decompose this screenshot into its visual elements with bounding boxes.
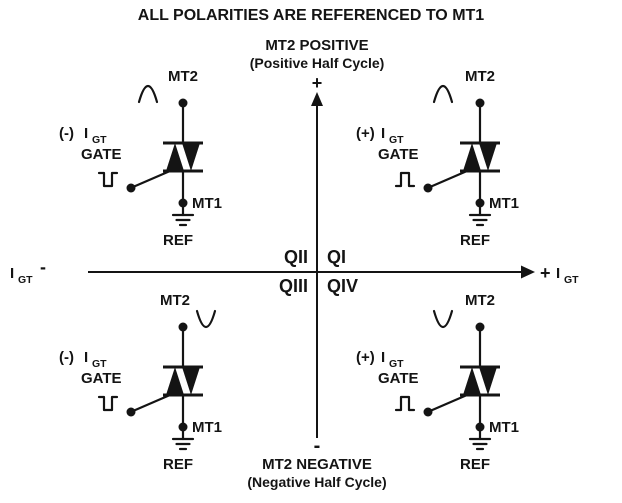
gate-current-symbol: I (381, 349, 385, 366)
quadrant-q2-circuit: MT2 MT1 REF (-) I GT GATE (59, 68, 222, 249)
triac-triangle-up (463, 143, 481, 171)
axis-bottom-sublabel: (Negative Half Cycle) (247, 474, 386, 490)
gate-polarity-label: (+) (356, 349, 375, 366)
ground-icon (171, 437, 195, 451)
ground-icon (468, 437, 492, 451)
triac-triangle-down (479, 143, 497, 171)
gate-current-subscript: GT (92, 358, 107, 370)
axis-top-plus-sign: + (312, 73, 323, 93)
quadrant-label-q2: QII (284, 247, 308, 267)
quadrant-label-q4: QIV (327, 276, 358, 296)
left-axis-current-subscript: GT (18, 274, 33, 286)
gate-node-dot (126, 183, 136, 193)
mt2-terminal-label: MT2 (160, 292, 190, 309)
mt1-terminal-label: MT1 (489, 195, 519, 212)
axis-top-label: MT2 POSITIVE (265, 37, 368, 54)
gate-current-subscript: GT (389, 358, 404, 370)
gate-current-subscript: GT (389, 134, 404, 146)
mt2-terminal-label: MT2 (168, 68, 198, 85)
gate-node-dot (423, 407, 433, 417)
ref-label: REF (460, 232, 490, 249)
left-axis-current-symbol: I (10, 265, 14, 282)
gate-current-subscript: GT (92, 134, 107, 146)
gate-lead (131, 393, 172, 413)
triac-triangle-up (166, 367, 184, 395)
mt1-node-dot (178, 422, 188, 432)
ground-icon (171, 213, 195, 227)
left-axis-minus-sign: - (40, 257, 46, 277)
mt1-terminal-label: MT1 (192, 419, 222, 436)
gate-current-symbol: I (381, 125, 385, 142)
right-axis-current-subscript: GT (564, 274, 579, 286)
right-axis-current-symbol: I (556, 265, 560, 282)
gate-lead (428, 393, 469, 413)
negative-half-cycle-wave-icon (195, 309, 217, 329)
gate-current-symbol: I (84, 349, 88, 366)
mt1-node-dot (178, 198, 188, 208)
axis-bottom-label: MT2 NEGATIVE (262, 456, 372, 473)
gate-node-dot (423, 183, 433, 193)
mt2-terminal-label: MT2 (465, 292, 495, 309)
quadrant-q4-circuit: MT2 MT1 REF (+) I GT GATE (356, 292, 519, 473)
mt1-terminal-label: MT1 (489, 419, 519, 436)
mt1-terminal-label: MT1 (192, 195, 222, 212)
gate-label: GATE (378, 370, 419, 387)
gate-lead (428, 169, 469, 189)
gate-polarity-label: (+) (356, 125, 375, 142)
positive-pulse-icon (394, 395, 416, 412)
mt1-node-dot (475, 198, 485, 208)
positive-half-cycle-wave-icon (137, 84, 159, 104)
mt1-node-dot (475, 422, 485, 432)
gate-label: GATE (378, 146, 419, 163)
gate-polarity-label: (-) (59, 349, 74, 366)
gate-polarity-label: (-) (59, 125, 74, 142)
triac-triangle-down (182, 367, 200, 395)
negative-pulse-icon (97, 395, 119, 412)
gate-label: GATE (81, 146, 122, 163)
quadrant-label-q1: QI (327, 247, 346, 267)
gate-label: GATE (81, 370, 122, 387)
diagram-title: ALL POLARITIES ARE REFERENCED TO MT1 (138, 7, 485, 24)
gate-lead (131, 169, 172, 189)
quadrant-q3-circuit: MT2 MT1 REF (-) I GT GATE (59, 292, 222, 473)
negative-pulse-icon (97, 171, 119, 188)
axis-top-sublabel: (Positive Half Cycle) (250, 55, 385, 71)
triac-triangle-down (479, 367, 497, 395)
negative-half-cycle-wave-icon (432, 309, 454, 329)
positive-half-cycle-wave-icon (432, 84, 454, 104)
gate-current-symbol: I (84, 125, 88, 142)
axis-bottom-minus-sign: - (314, 435, 321, 457)
mt2-terminal-label: MT2 (465, 68, 495, 85)
triac-triangle-up (463, 367, 481, 395)
ref-label: REF (460, 456, 490, 473)
quadrant-q1-circuit: MT2 MT1 REF (+) I GT GATE (356, 68, 519, 249)
ground-icon (468, 213, 492, 227)
quadrant-label-q3: QIII (279, 276, 308, 296)
triac-triangle-down (182, 143, 200, 171)
positive-pulse-icon (394, 171, 416, 188)
gate-node-dot (126, 407, 136, 417)
ref-label: REF (163, 456, 193, 473)
right-axis-plus-sign: + (540, 263, 551, 283)
ref-label: REF (163, 232, 193, 249)
horizontal-axis-arrow-icon (521, 265, 535, 279)
vertical-axis-arrow-icon (311, 92, 323, 106)
triac-triangle-up (166, 143, 184, 171)
